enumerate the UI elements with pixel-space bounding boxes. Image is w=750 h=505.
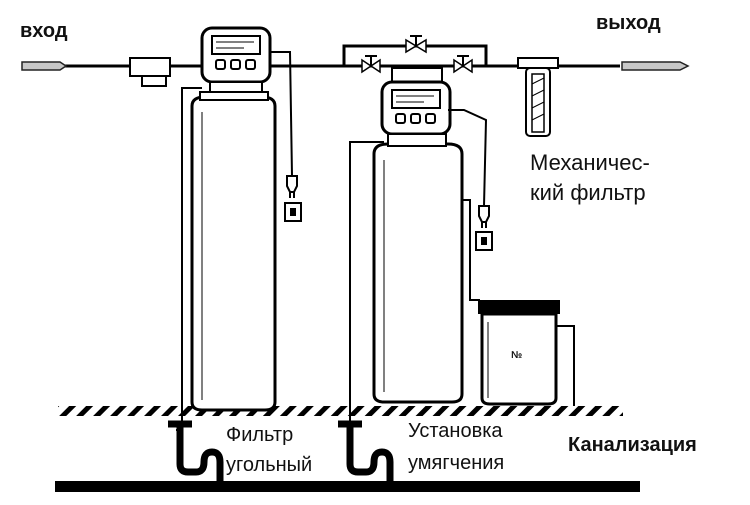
inlet-valve	[361, 55, 381, 74]
inlet-arrow	[21, 61, 68, 71]
softener-manifold	[391, 67, 443, 83]
carbon-power-socket	[284, 202, 302, 222]
softener-label-line1: Установка	[408, 420, 503, 442]
sewer-label: Канализация	[568, 434, 697, 456]
inlet-meter	[129, 57, 171, 87]
softener-drain-line	[349, 141, 384, 430]
brine-tank-mark: №	[511, 350, 523, 361]
floor-hatch	[58, 406, 623, 416]
softener-label-line2: умягчения	[408, 452, 505, 474]
carbon-drain-trap	[168, 420, 224, 484]
brine-line	[462, 199, 480, 301]
carbon-filter-label-line1: Фильтр	[226, 424, 294, 446]
sewer-pipe	[55, 481, 640, 492]
brine-tank	[478, 300, 560, 406]
softener-drain-trap	[338, 420, 394, 484]
softener-head	[380, 80, 452, 136]
outlet-valve	[453, 55, 473, 74]
mechanical-filter	[517, 57, 559, 137]
softener-power-socket	[475, 231, 493, 251]
carbon-power-cord	[270, 51, 298, 198]
carbon-filter-head	[200, 26, 272, 95]
carbon-filter-label-line2: угольный	[226, 454, 313, 476]
mechanical-filter-label-line2: кий фильтр	[530, 180, 646, 205]
outlet-label: выход	[596, 12, 661, 34]
carbon-filter-tank	[190, 91, 277, 412]
brine-overflow-line	[556, 325, 575, 406]
inlet-label: вход	[20, 20, 68, 42]
mechanical-filter-label-line1: Механичес-	[530, 150, 650, 175]
softener-power-cord	[448, 109, 490, 228]
bypass-loop	[342, 35, 488, 66]
softener-tank	[372, 133, 464, 404]
outlet-arrow	[621, 61, 690, 71]
